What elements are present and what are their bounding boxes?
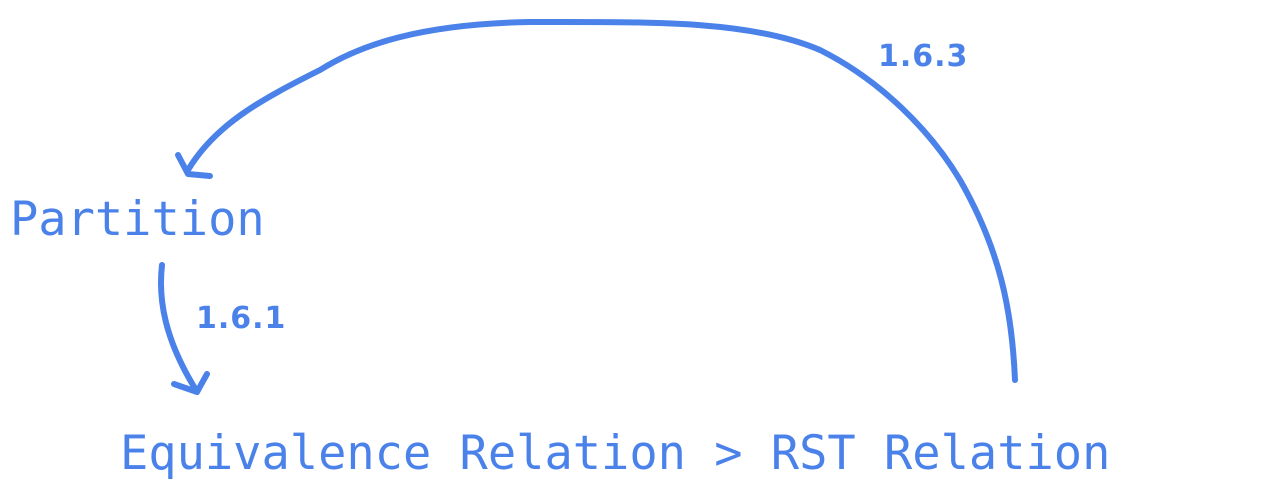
arrow-rst-to-partition — [185, 18, 1018, 383]
edge-label-1-6-1: 1.6.1 — [196, 301, 287, 336]
node-partition: Partition — [10, 192, 265, 247]
node-equivalence-rst: Equivalence Relation > RST Relation — [120, 426, 1111, 481]
edge-label-1-6-3: 1.6.3 — [878, 39, 969, 74]
arrow-partition-to-equivalence — [157, 262, 199, 393]
arrowhead-partition — [175, 152, 213, 179]
arrowhead-equivalence — [171, 371, 210, 395]
